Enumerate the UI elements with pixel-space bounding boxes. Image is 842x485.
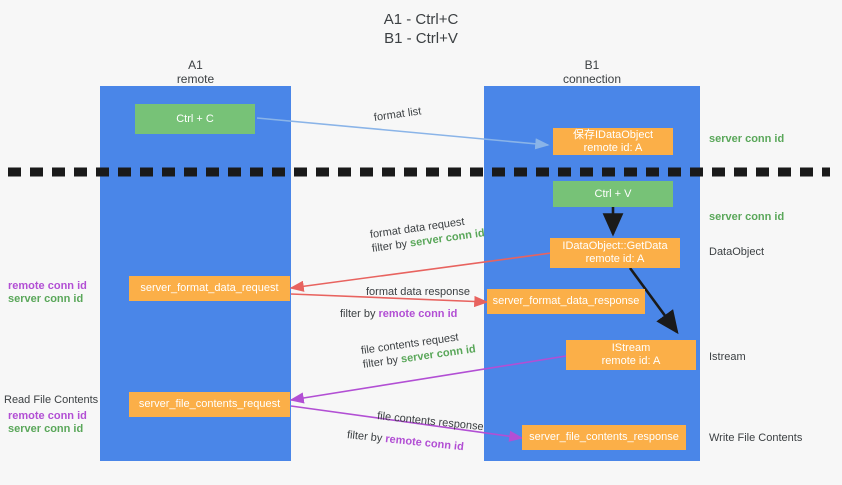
box-ctrl-c-label: Ctrl + C [176,112,214,125]
edge-label-format-data-request: format data request filter by server con… [369,212,486,256]
box-getdata-line1: IDataObject::GetData [562,240,668,252]
column-a1-sub: remote [176,72,215,86]
box-ctrl-v[interactable]: Ctrl + V [553,181,673,207]
box-server-file-contents-request-label: server_file_contents_request [138,398,281,410]
column-a1-name: A1 [188,58,203,72]
box-getdata[interactable]: IDataObject::GetData remote id: A [550,238,680,268]
edge-file-contents-response-filter-prefix: filter by [346,429,386,446]
annotation-remote-conn-id-2: remote conn id [8,410,87,422]
box-ctrl-v-label: Ctrl + V [594,187,632,200]
edge-file-contents-response-filter-value: remote conn id [384,433,465,454]
edge-format-data-response-filter: filter by remote conn id [340,307,470,321]
column-b1-name: B1 [584,58,600,72]
edge-label-file-contents-response: file contents response filter by remote … [346,409,485,456]
arrow-format-list [256,117,550,150]
edge-format-list-text: format list [373,105,423,124]
box-set-dataobject-line1: 保存IDataObject [572,128,654,141]
arrow-format-data-request [289,252,552,292]
edge-format-data-response-filter-prefix: filter by [340,308,379,320]
box-server-file-contents-request[interactable]: server_file_contents_request [129,392,290,417]
annotation-istream: Istream [709,351,746,363]
edge-file-contents-response-filter: filter by remote conn id [346,428,482,456]
column-header-b1: B1 connection [484,58,700,86]
column-header-a1: A1 remote [100,58,291,86]
annotation-server-conn-id-top: server conn id [709,133,785,145]
annotation-dataobject: DataObject [709,246,765,258]
edge-format-data-response-line1: format data response [366,286,470,298]
annotation-server-conn-id-2: server conn id [8,423,84,435]
box-server-format-data-response[interactable]: server_format_data_response [487,289,645,314]
column-b1-sub: connection [562,72,622,86]
annotation-read-file-contents: Read File Contents [4,394,99,406]
annotation-remote-conn-id-1: remote conn id [8,280,87,292]
edge-label-format-data-response: format data response filter by remote co… [340,285,470,321]
box-ctrl-c[interactable]: Ctrl + C [135,104,255,134]
box-getdata-line2: remote id: A [585,253,645,265]
title-line-2: B1 - Ctrl+V [384,30,458,47]
edge-format-data-response-filter-value: remote conn id [378,308,458,320]
page-title: A1 - Ctrl+C B1 - Ctrl+V [0,10,842,48]
title-line-1: A1 - Ctrl+C [383,11,459,28]
edge-label-format-list: format list [373,104,422,125]
box-set-dataobject-line2: remote id: A [583,141,643,154]
annotation-server-conn-id-mid: server conn id [709,211,785,223]
box-server-format-data-request[interactable]: server_format_data_request [129,276,290,301]
box-istream-line1: IStream [611,342,651,354]
box-set-dataobject[interactable]: 保存IDataObject remote id: A [553,128,673,155]
edge-label-file-contents-request: file contents request filter by server c… [360,328,477,372]
box-server-file-contents-response[interactable]: server_file_contents_response [522,425,686,450]
annotation-server-conn-id-1: server conn id [8,293,84,305]
box-server-format-data-response-label: server_format_data_response [492,295,640,307]
box-server-file-contents-response-label: server_file_contents_response [529,431,679,443]
box-istream-line2: remote id: A [601,355,661,367]
edge-file-contents-request-filter-prefix: filter by [362,353,402,371]
box-istream[interactable]: IStream remote id: A [566,340,696,370]
annotation-write-file-contents: Write File Contents [709,432,803,444]
edge-file-contents-response-line1: file contents response [376,410,485,434]
edge-format-data-request-filter-prefix: filter by [371,237,411,255]
box-server-format-data-request-label: server_format_data_request [140,282,279,294]
